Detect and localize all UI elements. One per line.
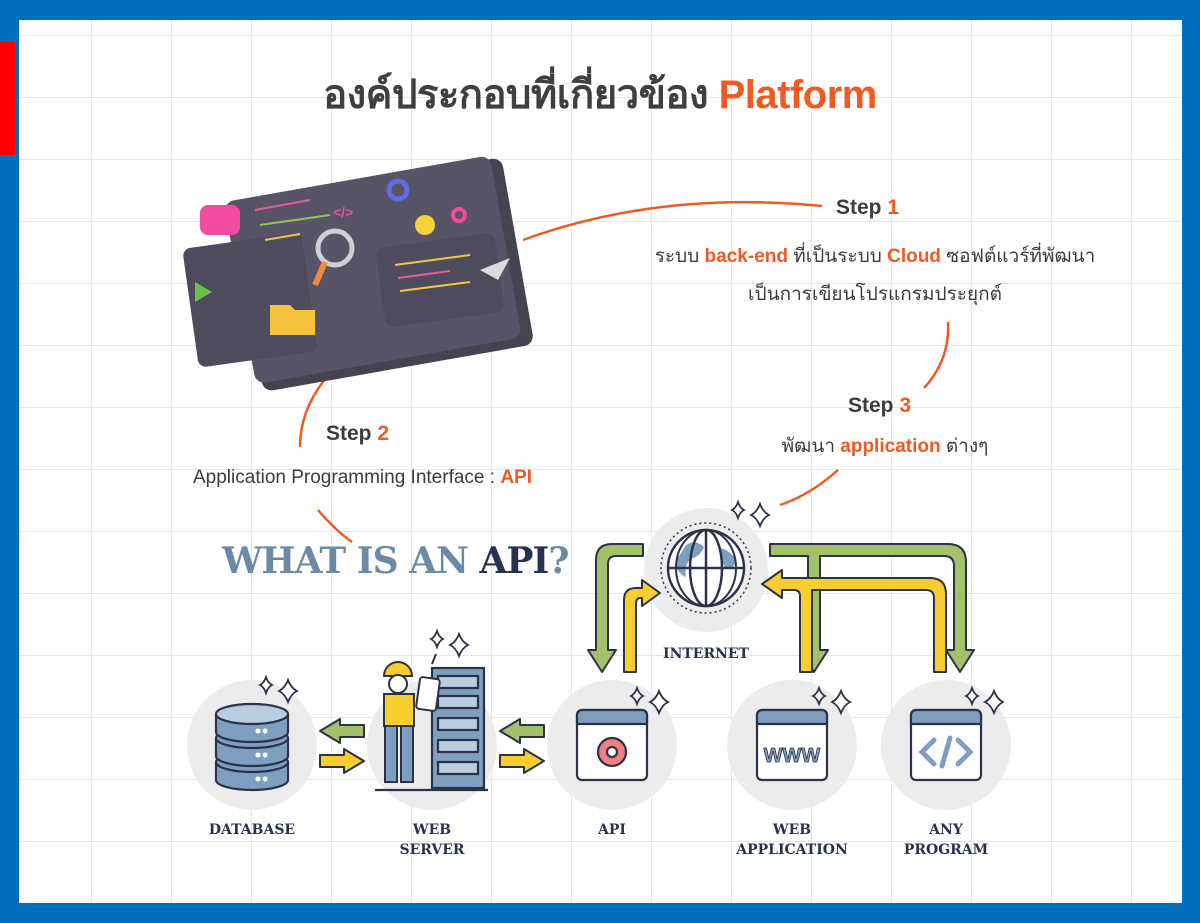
green-arrow-webserver-to-database (319, 718, 365, 744)
yellow-arrow-webserver-to-api (499, 748, 545, 774)
connector-step1 (522, 200, 823, 242)
description-text: เป็นการเขียนโปรแกรมประยุกต์ (748, 284, 1002, 305)
step-3-word: Step (848, 394, 894, 417)
green-arrow-api-to-webserver (499, 718, 545, 744)
step-1-line-2: เป็นการเขียนโปรแกรมประยุกต์ (600, 276, 1150, 314)
connector-step3-to-internet (779, 469, 839, 507)
description-text: ที่เป็นระบบ (787, 246, 888, 267)
step-3-line-1: พัฒนา application ต่างๆ (720, 428, 1050, 466)
title-thai: องค์ประกอบที่เกี่ยวข้อง (323, 73, 708, 117)
label-web-server-line-1: WEB (412, 822, 452, 838)
connector-step2-to-heading (317, 509, 353, 544)
description-text: ระบบ (654, 246, 705, 267)
label-any-program-line-1: ANY (929, 822, 963, 838)
title-accent: Platform (718, 73, 878, 117)
label-any-program-line-2: PROGRAM (903, 842, 989, 858)
label-internet-text: INTERNET (663, 646, 749, 662)
sparkle-icons (257, 499, 1006, 716)
red-accent-tab (0, 42, 15, 155)
yellow-arrow-database-to-webserver (319, 748, 365, 774)
label-web-server: WEB SERVER (352, 820, 512, 860)
label-any-program: ANY PROGRAM (866, 820, 1026, 860)
highlight-term: back-end (704, 246, 788, 267)
description-text: ซอฟต์แวร์ที่พัฒนา (940, 246, 1096, 267)
description-text: ต่างๆ (940, 436, 989, 457)
database-icon (214, 702, 290, 792)
developer-illustration: </> (183, 156, 533, 391)
connector-step1-to-step3 (923, 321, 950, 389)
step-1-line-1: ระบบ back-end ที่เป็นระบบ Cloud ซอฟต์แวร… (600, 238, 1150, 276)
label-internet: INTERNET (626, 644, 786, 664)
description-text: Application Programming Interface : (193, 467, 501, 488)
svg-text:</>: </> (333, 204, 353, 220)
highlight-term: Cloud (887, 246, 941, 267)
page-title: องค์ประกอบที่เกี่ยวข้อง Platform (0, 62, 1200, 126)
www-text: WWW (764, 745, 821, 767)
highlight-term: application (840, 436, 941, 457)
api-window-icon (575, 708, 649, 782)
step-1-word: Step (836, 196, 882, 219)
step-3-heading: Step 3 (848, 394, 911, 418)
description-text: พัฒนา (781, 436, 841, 457)
label-web-application: WEB APPLICATION (712, 820, 872, 860)
heading-light: WHAT IS AN (222, 540, 480, 582)
label-web-application-line-2: APPLICATION (736, 842, 848, 858)
step-2-word: Step (326, 422, 372, 445)
worker-figure (382, 653, 441, 783)
yellow-arrow-from-api (623, 579, 661, 673)
label-web-application-line-1: WEB (772, 822, 812, 838)
step-2-number: 2 (377, 422, 390, 445)
label-database: DATABASE (172, 820, 332, 840)
highlight-term: API (500, 467, 532, 488)
label-web-server-line-2: SERVER (399, 842, 465, 858)
step-1-heading: Step 1 (836, 196, 899, 220)
globe-icon (660, 522, 752, 614)
step-3-number: 3 (899, 394, 912, 417)
heading-dark: API (479, 540, 549, 582)
internet-arrows (587, 543, 975, 673)
step-1-number: 1 (887, 196, 900, 219)
label-database-text: DATABASE (208, 822, 296, 838)
www-window-icon (755, 708, 829, 782)
what-is-an-api-heading: WHAT IS AN API? (222, 540, 569, 582)
step-3-description: พัฒนา application ต่างๆ (720, 428, 1050, 466)
web-server-icon (375, 666, 488, 792)
step-2-line-1: Application Programming Interface : API (150, 459, 575, 497)
code-window-icon (909, 708, 983, 782)
green-arrow-to-api (587, 543, 644, 673)
heading-question-mark: ? (548, 540, 569, 582)
yellow-arrow-from-webapp-and-program (761, 569, 947, 673)
step-2-description: Application Programming Interface : API (150, 459, 575, 497)
step-1-description: ระบบ back-end ที่เป็นระบบ Cloud ซอฟต์แวร… (600, 238, 1150, 314)
label-api-text: API (598, 822, 626, 838)
label-api: API (532, 820, 692, 840)
step-2-heading: Step 2 (326, 422, 389, 446)
connector-image-to-step2 (298, 377, 327, 448)
